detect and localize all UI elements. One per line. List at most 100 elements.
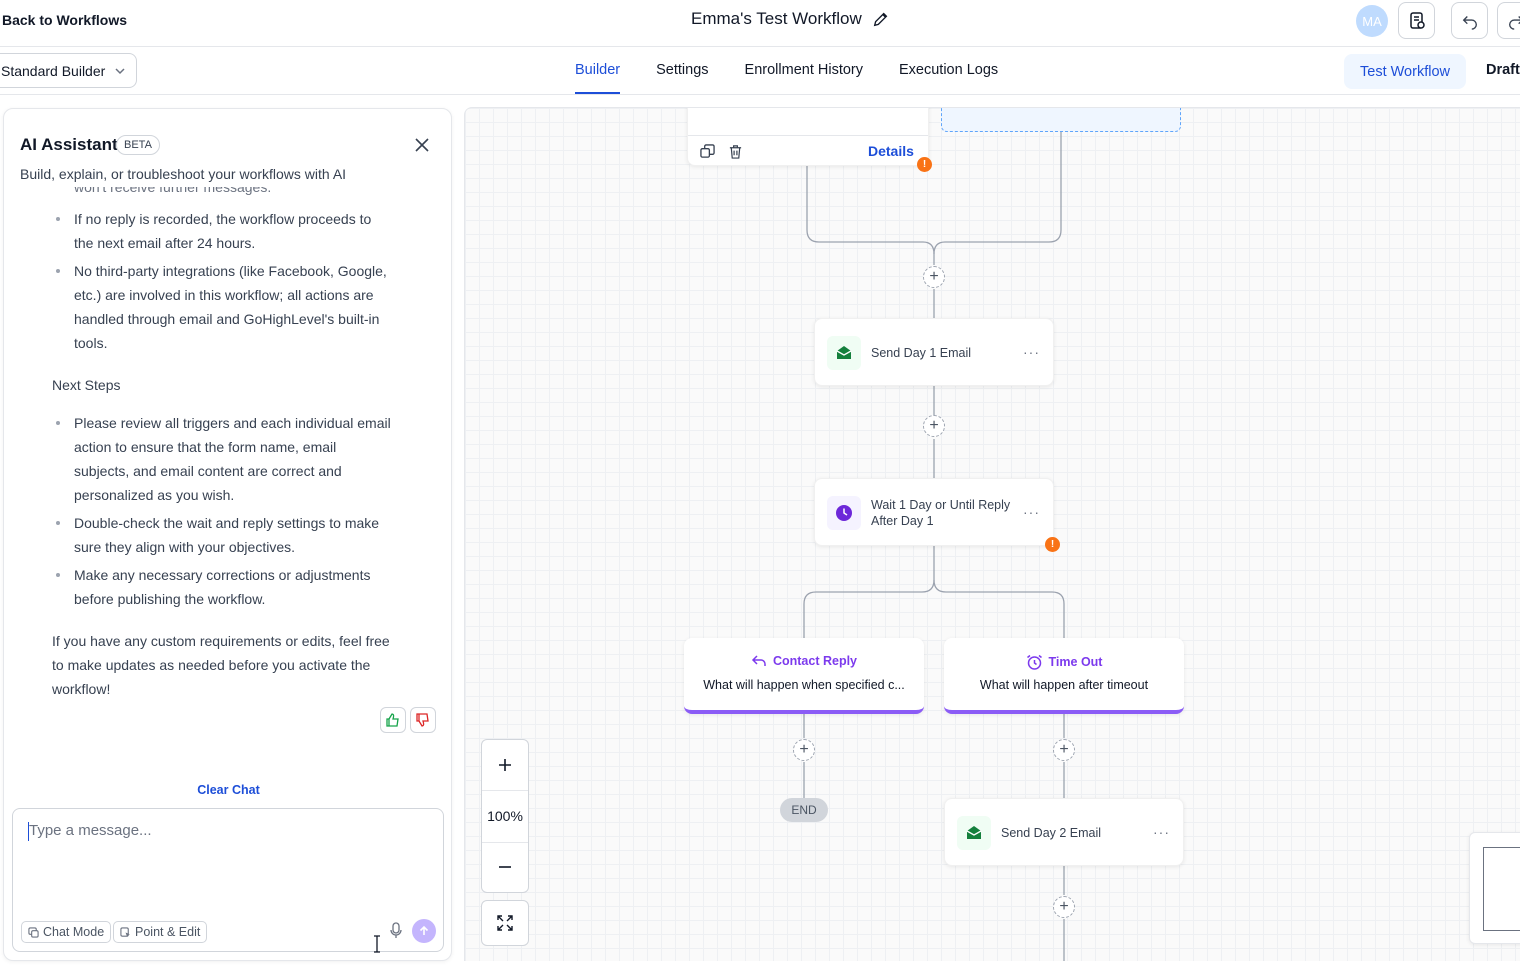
email-node-day1[interactable]: Send Day 1 Email ···: [814, 318, 1054, 386]
chevron-down-icon: [115, 68, 125, 75]
node-label-line2: After Day 1: [871, 514, 934, 528]
zoom-level: 100%: [482, 791, 528, 843]
test-workflow-button[interactable]: Test Workflow: [1344, 54, 1466, 89]
clear-chat-button[interactable]: Clear Chat: [197, 783, 260, 797]
branch-title: Contact Reply: [772, 654, 858, 668]
thumbs-up-icon: [386, 713, 399, 727]
thumbs-up-button[interactable]: [380, 707, 406, 733]
next-steps-heading: Next Steps: [52, 377, 121, 393]
expand-icon: [497, 915, 513, 931]
zoom-out-button[interactable]: [482, 843, 528, 892]
alarm-clock-icon: [1026, 654, 1042, 670]
text-caret: [28, 822, 29, 841]
workflow-title: Emma's Test Workflow: [691, 9, 862, 28]
branch-title: Time Out: [1048, 655, 1103, 669]
avatar[interactable]: MA: [1356, 5, 1388, 37]
builder-mode-select[interactable]: Standard Builder: [0, 53, 137, 88]
branch-description: What will happen after timeout: [979, 678, 1149, 692]
workflow-canvas[interactable]: Details ! + Send Day 1 Email ··· + Wait …: [464, 107, 1520, 961]
minimap[interactable]: [1469, 832, 1520, 944]
point-edit-label: Point & Edit: [135, 925, 201, 939]
message-composer[interactable]: Type a message... Chat Mode Point & Edit: [12, 808, 444, 952]
redo-button[interactable]: [1497, 2, 1520, 39]
chat-mode-label: Chat Mode: [43, 925, 105, 939]
more-options-icon[interactable]: ···: [1023, 504, 1040, 520]
notes-icon: [1409, 11, 1425, 29]
list-item: Please review all triggers and each indi…: [52, 411, 392, 507]
email-node-day2[interactable]: Send Day 2 Email ···: [944, 798, 1184, 866]
redo-icon: [1508, 15, 1520, 30]
chat-closing-text: If you have any custom requirements or e…: [52, 633, 390, 697]
close-icon[interactable]: [413, 136, 431, 154]
node-label: Send Day 2 Email: [1001, 826, 1102, 840]
thumbs-down-button[interactable]: [410, 707, 436, 733]
chat-text-partial: won't receive further messages.: [74, 187, 272, 195]
workflow-title-group: Emma's Test Workflow: [691, 9, 890, 29]
chat-messages[interactable]: won't receive further messages. If no re…: [4, 187, 451, 767]
more-options-icon[interactable]: ···: [1153, 824, 1170, 840]
chat-mode-button[interactable]: Chat Mode: [21, 921, 112, 943]
end-marker: END: [780, 798, 828, 822]
branch-header: Contact Reply: [684, 654, 924, 668]
add-step-button[interactable]: +: [1053, 739, 1075, 761]
node-divider: [688, 135, 928, 136]
warning-icon[interactable]: !: [917, 157, 932, 172]
chat-bullet-list-a: If no reply is recorded, the workflow pr…: [52, 207, 392, 359]
add-trigger-placeholder[interactable]: [941, 108, 1181, 132]
builder-mode-value: Standard Builder: [1, 62, 106, 79]
copy-icon[interactable]: [700, 144, 715, 159]
wait-node[interactable]: Wait 1 Day or Until Reply After Day 1 ··…: [814, 478, 1054, 546]
message-input[interactable]: Type a message...: [29, 822, 152, 839]
tab-settings[interactable]: Settings: [656, 62, 709, 78]
pointer-icon: [120, 926, 131, 937]
draft-toggle-label[interactable]: Draft: [1486, 62, 1520, 78]
clock-icon: [827, 496, 861, 530]
fit-view-button[interactable]: [481, 900, 529, 946]
branch-time-out[interactable]: Time Out What will happen after timeout: [944, 638, 1184, 714]
tab-builder[interactable]: Builder: [575, 47, 621, 95]
add-step-button[interactable]: +: [923, 415, 945, 437]
details-link[interactable]: Details: [868, 143, 914, 159]
back-to-workflows-link[interactable]: Back to Workflows: [2, 12, 127, 28]
point-edit-button[interactable]: Point & Edit: [113, 921, 208, 943]
more-options-icon[interactable]: ···: [1023, 344, 1040, 360]
chat-icon: [28, 926, 39, 938]
thumbs-down-icon: [416, 713, 429, 727]
branch-contact-reply[interactable]: Contact Reply What will happen when spec…: [684, 638, 924, 714]
add-step-button[interactable]: +: [923, 266, 945, 288]
previous-action-node[interactable]: Details: [687, 108, 929, 166]
node-label: Send Day 1 Email: [871, 346, 972, 360]
top-bar: Back to Workflows Emma's Test Workflow M…: [0, 0, 1520, 47]
ai-assistant-subtitle: Build, explain, or troubleshoot your wor…: [20, 166, 347, 182]
chat-bullet-list-b: Please review all triggers and each indi…: [52, 411, 392, 615]
undo-icon: [1462, 15, 1477, 30]
reply-icon: [751, 655, 766, 666]
zoom-controls: 100%: [481, 739, 529, 893]
add-step-button[interactable]: +: [1053, 896, 1075, 918]
branch-header: Time Out: [944, 654, 1184, 670]
undo-button[interactable]: [1451, 2, 1488, 39]
text-cursor-icon: [374, 935, 380, 953]
beta-badge: BETA: [116, 135, 160, 155]
plus-icon: [499, 759, 511, 772]
warning-icon[interactable]: !: [1045, 537, 1060, 552]
minimap-viewport[interactable]: [1483, 847, 1520, 931]
node-label-line1: Wait 1 Day or Until Reply: [871, 498, 1011, 512]
arrow-up-icon: [419, 925, 429, 935]
workflow-tabs: Builder Settings Enrollment History Exec…: [575, 47, 998, 95]
zoom-in-button[interactable]: [482, 740, 528, 792]
workflow-notes-button[interactable]: [1398, 2, 1435, 39]
trash-icon[interactable]: [728, 144, 743, 159]
tab-execution-logs[interactable]: Execution Logs: [899, 62, 999, 78]
list-item: No third-party integrations (like Facebo…: [52, 259, 392, 355]
branch-description: What will happen when specified c...: [703, 678, 905, 692]
connector-lines: [803, 132, 1065, 961]
edit-title-icon[interactable]: [872, 10, 890, 28]
email-icon: [957, 816, 991, 850]
send-button[interactable]: [412, 919, 436, 943]
tab-enrollment-history[interactable]: Enrollment History: [744, 62, 863, 78]
add-step-button[interactable]: +: [793, 739, 815, 761]
list-item: If no reply is recorded, the workflow pr…: [52, 207, 392, 255]
ai-assistant-title: AI Assistant: [20, 135, 118, 154]
microphone-icon[interactable]: [389, 922, 403, 940]
